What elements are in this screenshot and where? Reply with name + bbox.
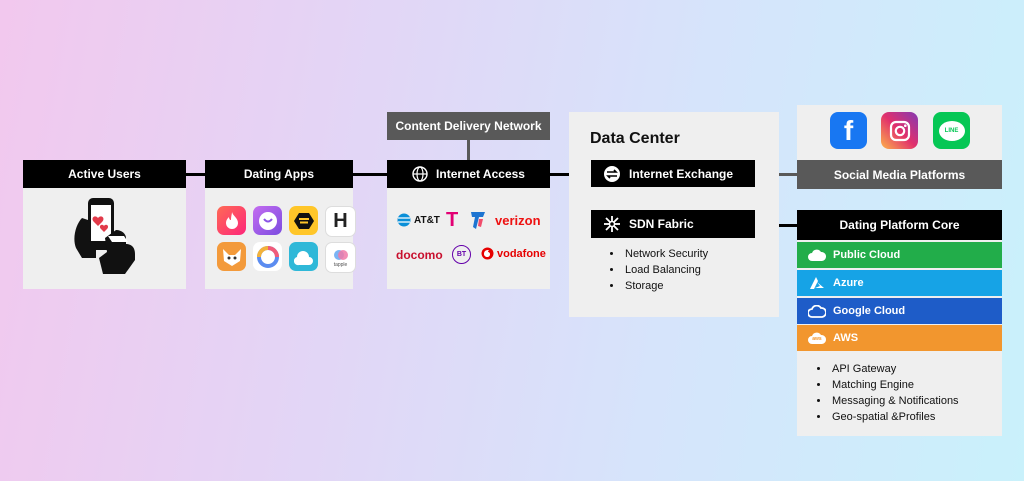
azure-icon — [807, 276, 827, 290]
line-glyph: LINE — [944, 127, 959, 134]
att-label: AT&T — [414, 214, 440, 226]
line-icon: LINE — [933, 112, 970, 149]
connector-cdn-internet — [467, 139, 470, 160]
core-feature-item: Matching Engine — [830, 377, 959, 393]
att-logo: AT&T — [397, 213, 440, 227]
aws-icon: aws — [807, 331, 827, 345]
social-media-header: Social Media Platforms — [797, 160, 1002, 189]
sdn-feature-item: Load Balancing — [623, 262, 708, 278]
core-feature-item: API Gateway — [830, 361, 959, 377]
core-feature-item: Messaging & Notifications — [830, 393, 959, 409]
dating-apps-label: Dating Apps — [243, 167, 315, 181]
dating-apps-header: Dating Apps — [205, 160, 353, 188]
vodafone-label: vodafone — [497, 247, 546, 260]
cloud-label: Public Cloud — [833, 249, 901, 261]
omiai-icon — [253, 242, 282, 271]
internet-access-header: Internet Access — [387, 160, 550, 188]
internet-exchange-header: Internet Exchange — [591, 160, 755, 187]
verizon-label: verizon — [495, 213, 541, 228]
facebook-glyph: f — [843, 114, 854, 146]
with-app-icon — [289, 242, 318, 271]
google-cloud-icon — [807, 304, 827, 318]
tmobile-label: T — [446, 209, 459, 231]
cdn-label: Content Delivery Network — [395, 119, 542, 133]
cdn-header: Content Delivery Network — [387, 112, 550, 140]
sdn-fabric-label: SDN Fabric — [629, 217, 694, 231]
connector-apps-internet — [353, 173, 387, 176]
fox-app-icon — [217, 242, 246, 271]
active-users-label: Active Users — [68, 167, 141, 181]
cloud-icon — [807, 248, 827, 262]
cloud-label: AWS — [833, 332, 859, 344]
vodafone-logo: vodafone — [481, 247, 546, 260]
core-feature-list: API Gateway Matching Engine Messaging & … — [816, 361, 959, 425]
telstra-logo — [470, 210, 486, 230]
social-media-label: Social Media Platforms — [833, 167, 966, 182]
core-feature-item: Geo-spatial &Profiles — [830, 409, 959, 425]
aws-row: aws AWS — [797, 325, 1002, 351]
google-cloud-row: Google Cloud — [797, 298, 1002, 324]
sdn-fabric-header: SDN Fabric — [591, 210, 755, 238]
bt-label: BT — [456, 251, 467, 258]
sdn-feature-item: Storage — [623, 278, 708, 294]
sdn-feature-list: Network Security Load Balancing Storage — [609, 246, 708, 294]
pairs-icon — [253, 206, 282, 235]
cloud-label: Azure — [833, 277, 864, 289]
data-center-title: Data Center — [590, 130, 680, 147]
tapple-label: tapple — [333, 261, 348, 268]
azure-row: Azure — [797, 270, 1002, 296]
connector-users-apps — [186, 173, 206, 176]
exchange-arrows-icon — [603, 165, 621, 183]
instagram-icon — [881, 112, 918, 149]
docomo-label: docomo — [396, 248, 443, 262]
hinge-glyph: H — [333, 210, 348, 232]
bumble-icon — [289, 206, 318, 235]
vodafone-icon — [481, 247, 494, 260]
active-users-header: Active Users — [23, 160, 186, 188]
platform-core-label: Dating Platform Core — [839, 218, 960, 232]
att-globe-icon — [397, 213, 411, 227]
public-cloud-row: Public Cloud — [797, 242, 1002, 268]
tinder-icon — [217, 206, 246, 235]
docomo-logo: docomo — [396, 248, 443, 262]
hinge-icon: H — [325, 206, 356, 237]
verizon-logo: verizon — [495, 213, 541, 228]
tapple-icon: tapple — [325, 242, 356, 273]
facebook-icon: f — [830, 112, 867, 149]
internet-exchange-label: Internet Exchange — [629, 166, 734, 181]
platform-core-header: Dating Platform Core — [797, 210, 1002, 240]
globe-icon — [412, 166, 428, 182]
sdn-feature-item: Network Security — [623, 246, 708, 262]
sdn-fabric-icon — [603, 215, 621, 233]
phone-hand-icon — [68, 196, 144, 278]
bt-logo: BT — [452, 245, 471, 264]
tmobile-logo: T — [446, 209, 458, 232]
aws-badge-label: aws — [812, 336, 822, 342]
internet-access-label: Internet Access — [436, 167, 525, 181]
cloud-label: Google Cloud — [833, 305, 906, 317]
